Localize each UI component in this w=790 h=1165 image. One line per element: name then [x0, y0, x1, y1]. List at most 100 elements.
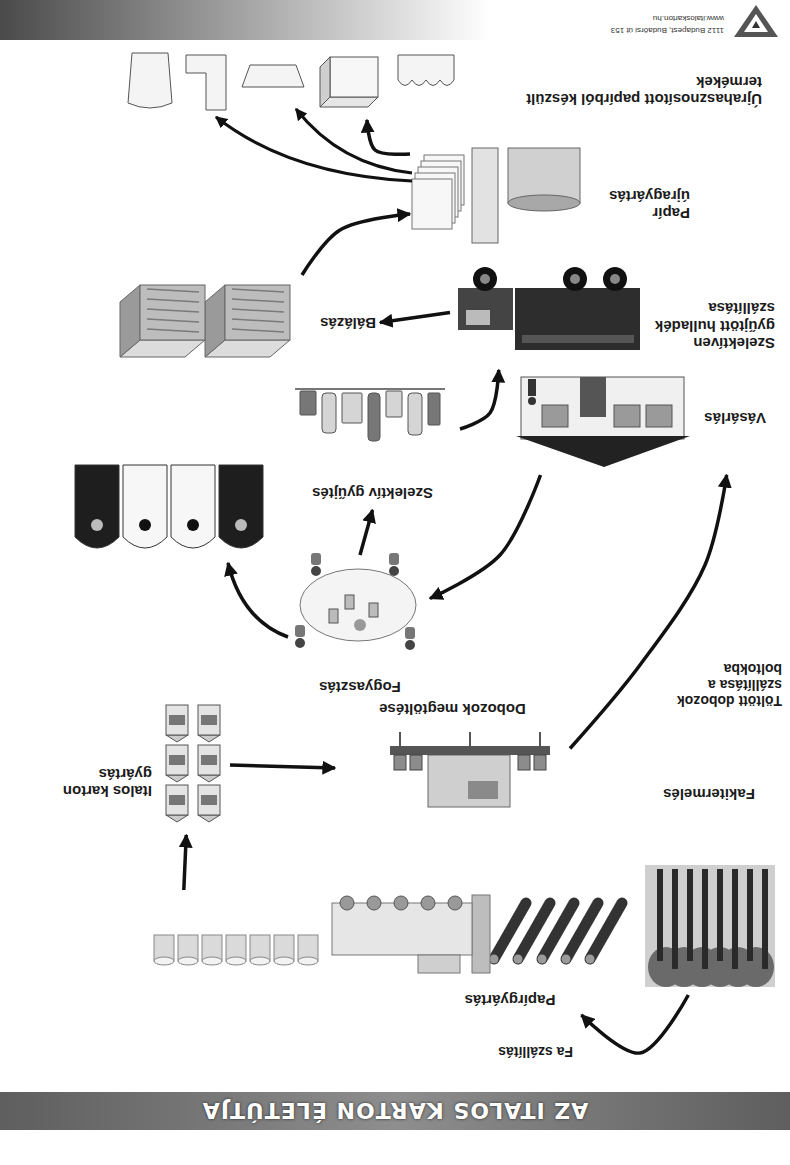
tree-trunk	[672, 869, 678, 969]
carton-gable	[198, 735, 220, 742]
stage-group: Szelektív gyűjtés	[285, 375, 460, 510]
log-end	[514, 955, 523, 964]
fitting	[186, 55, 226, 110]
flow-arrow	[360, 510, 373, 555]
stage-label: Újrahasznosított papírból készült termék…	[492, 74, 762, 109]
bin-hole	[91, 519, 103, 531]
box	[330, 57, 378, 97]
tree-trunk	[747, 869, 753, 961]
tree-trunk	[762, 869, 768, 969]
stage-group: Fogyasztás	[290, 555, 430, 700]
machine-tower	[472, 895, 490, 973]
paper-recycling-picture	[412, 148, 580, 243]
bin-hole	[139, 519, 151, 531]
flow-arrow	[460, 370, 499, 429]
cartons-picture	[166, 705, 220, 822]
box-side	[320, 57, 330, 107]
carton	[198, 705, 220, 735]
picnic-picture	[295, 553, 416, 650]
person-head	[311, 566, 321, 576]
carton	[166, 745, 188, 775]
bin-hole	[187, 519, 199, 531]
stage-label: Bálázás	[294, 315, 376, 332]
stage-group: Papírgyártás	[145, 890, 630, 1015]
paper-machine-picture	[332, 895, 490, 973]
log-end	[586, 955, 595, 964]
paper-roll-top	[202, 957, 222, 965]
carton-gable	[198, 775, 220, 782]
bin-hole	[235, 519, 247, 531]
filled-carton	[394, 755, 406, 770]
title-bar	[0, 1092, 790, 1130]
log-end	[562, 955, 571, 964]
stage-label: Dobozok megtöltése	[335, 701, 570, 718]
bale-front	[225, 285, 290, 340]
tree-trunk	[657, 869, 663, 961]
carton-gable	[198, 815, 220, 822]
machine-housing	[428, 755, 510, 807]
shop-wall	[521, 377, 684, 439]
flow-arrow	[380, 313, 450, 323]
paper-sheet	[412, 179, 452, 229]
machine-leg	[399, 732, 401, 746]
bale-side	[120, 285, 140, 357]
stage-label: Fogyasztás	[290, 679, 430, 696]
bale-texture	[147, 289, 199, 292]
machine-leg	[469, 732, 471, 746]
stage-group: Italos karton gyártás	[55, 695, 230, 835]
logo	[734, 5, 778, 37]
bale-texture	[232, 329, 284, 332]
flow-arrow	[430, 475, 541, 599]
paper-roll-top	[250, 957, 270, 965]
arrow	[216, 117, 412, 181]
truck-cab	[458, 288, 513, 330]
tree-trunk	[717, 869, 723, 961]
stage-label: Italos karton gyártás	[57, 766, 152, 801]
tree-trunk	[702, 869, 708, 969]
flow-arrow	[367, 120, 410, 154]
bale-side	[205, 285, 225, 357]
bale-texture	[232, 289, 284, 292]
carton-print	[169, 755, 185, 765]
truck-window	[466, 310, 490, 325]
arrow-label: Fa szállítás	[451, 1043, 575, 1061]
bin	[75, 465, 119, 548]
press-column	[472, 148, 498, 243]
stage-group: Szelektíven gyűjtött hulladék szállítása	[450, 255, 775, 370]
waste-item	[322, 393, 336, 433]
person-body	[405, 627, 415, 639]
carton-gable	[166, 815, 188, 822]
carton-gable	[166, 775, 188, 782]
title: AZ ITALOS KARTON ÉLETÚTJA	[202, 1099, 589, 1124]
machine-roller	[448, 896, 462, 910]
flow-arrow	[302, 214, 410, 275]
wheel-hub	[610, 274, 620, 284]
machine-body	[332, 903, 472, 955]
bale-texture	[147, 329, 199, 332]
recycled-products-picture	[128, 53, 454, 110]
logo-shape	[752, 21, 760, 28]
log-end	[538, 955, 547, 964]
shop-door	[580, 377, 606, 417]
bale-texture	[147, 299, 199, 302]
bin	[219, 465, 263, 548]
bales-picture	[120, 285, 290, 357]
arrow	[296, 109, 412, 173]
person-head	[389, 566, 399, 576]
carton-print	[201, 755, 217, 765]
bale-texture	[232, 309, 284, 312]
shop-picture	[516, 377, 690, 467]
tree-trunk	[687, 869, 693, 961]
waste-item	[300, 391, 316, 415]
carton	[166, 705, 188, 735]
flow-arrow	[230, 765, 335, 768]
machine-roller	[394, 896, 408, 910]
carton-print	[201, 795, 217, 805]
filled-carton	[534, 755, 546, 770]
stage-label: Papírgyártás	[445, 992, 575, 1009]
truck-wheel	[473, 267, 497, 291]
tree-trunk	[732, 869, 738, 969]
bottom-bar	[0, 0, 490, 40]
